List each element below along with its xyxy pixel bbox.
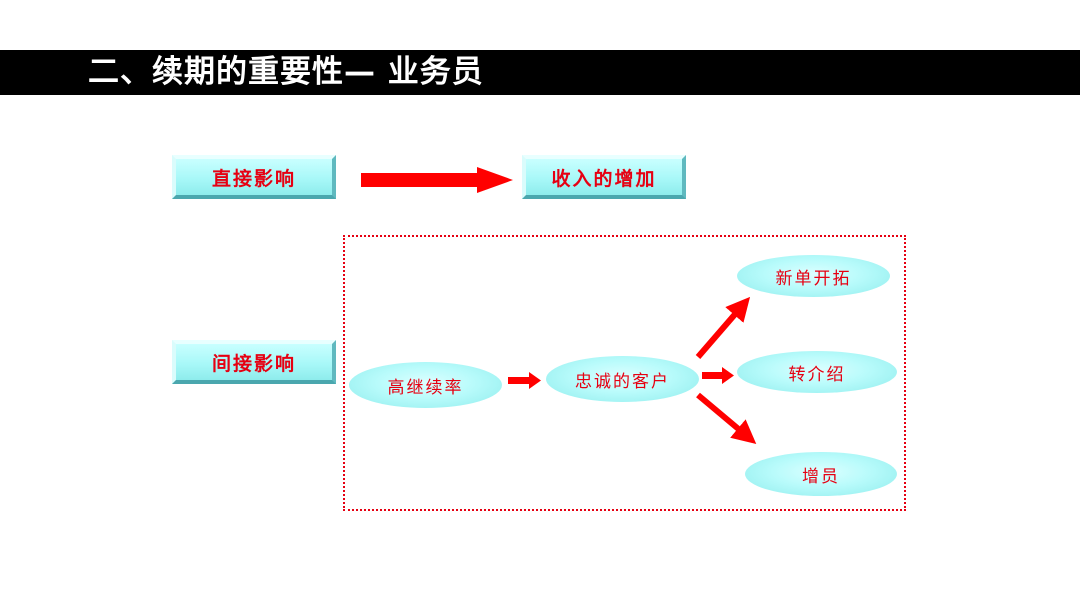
loyal-to-referral-arrow [702, 367, 734, 384]
new-business-ellipse: 新单开拓 [737, 255, 890, 297]
high-retention-ellipse: 高继续率 [349, 362, 502, 408]
retention-to-loyal-arrow [508, 372, 541, 389]
loyal-to-recruiting-arrow [696, 392, 757, 444]
slide-title: 二、续期的重要性— 业务员 [88, 54, 484, 90]
indirect-impact-frame [343, 235, 906, 511]
loyal-to-new-business-arrow [695, 296, 751, 359]
referral-ellipse: 转介绍 [737, 351, 897, 393]
loyal-customers-ellipse: 忠诚的客户 [546, 356, 699, 402]
title-bar: 二、续期的重要性— 业务员 [0, 50, 1080, 95]
direct-impact-box: 直接影响 [172, 155, 336, 199]
indirect-impact-box: 间接影响 [172, 340, 336, 384]
direct-arrow [361, 167, 513, 193]
income-increase-box: 收入的增加 [522, 155, 686, 199]
recruiting-ellipse: 增员 [745, 452, 897, 496]
